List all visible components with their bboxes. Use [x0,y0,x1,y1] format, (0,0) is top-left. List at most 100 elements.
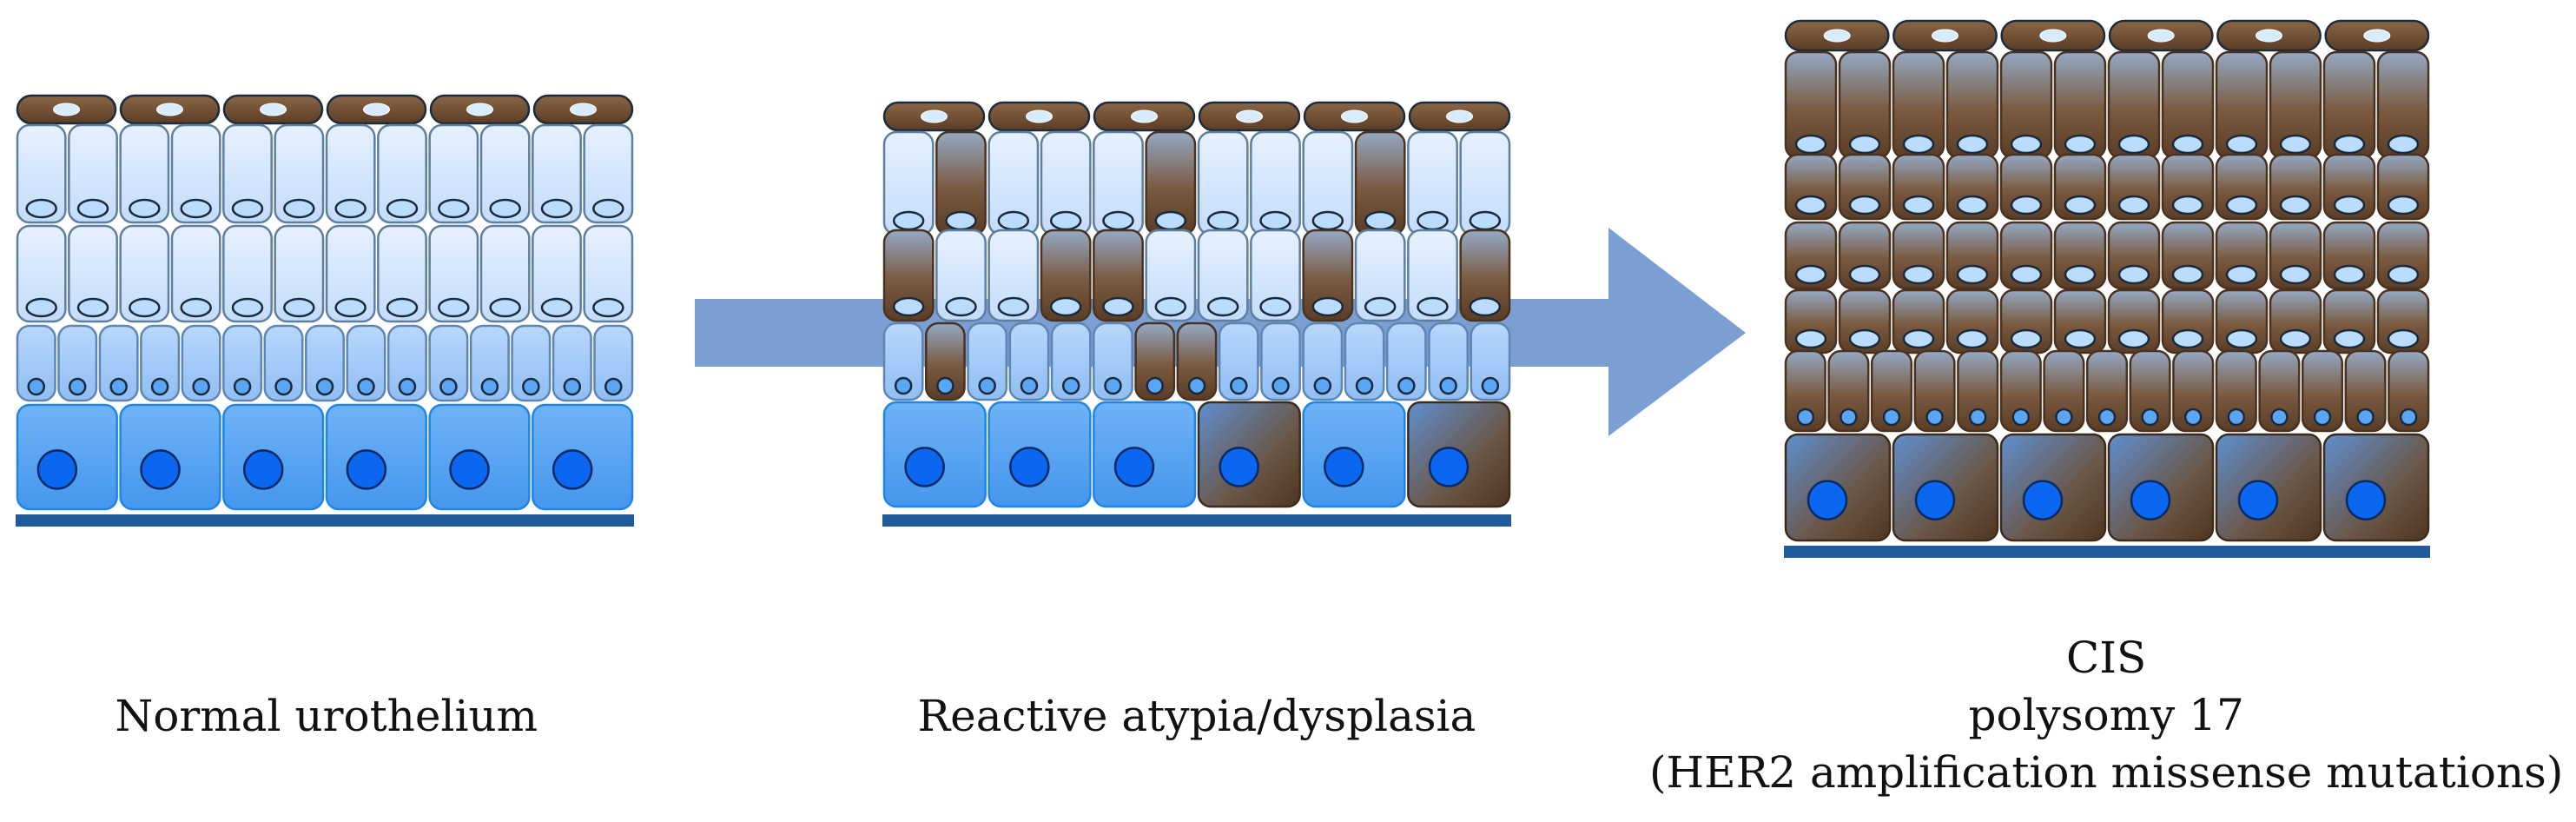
cell-nucleus [2010,134,2043,155]
superficial-cell [583,123,634,224]
basal-nucleus [2345,480,2387,520]
intermediate-cell [552,324,592,402]
cell-nucleus [1271,376,1290,395]
cell-nucleus [2010,328,2043,349]
umbrella-nucleus [2256,29,2282,43]
umbrella-nucleus [1236,109,1263,123]
intermediate-cell [1870,349,1913,433]
intermediate-cell [263,324,304,402]
intermediate-cell [305,324,345,402]
basal-nucleus [552,449,593,490]
cell-nucleus [2171,134,2204,155]
cell-nucleus [2011,408,2031,427]
urothelium-panel [1784,19,2430,558]
intermediate-cell [1134,322,1176,401]
umbrella-nucleus [2039,29,2067,43]
caption-line: (HER2 amplification missense mutations) [1649,747,2564,798]
cell-nucleus [2117,328,2150,349]
cell-nucleus [2279,134,2312,155]
cell-nucleus [1049,296,1082,317]
middle-cell [1459,229,1511,322]
intermediate-cell [1176,322,1218,401]
cell-nucleus [1102,210,1134,231]
cell-nucleus [2064,264,2097,285]
intermediate-cell [428,324,469,402]
cell-nucleus [386,297,419,318]
intermediate-cell [1093,322,1133,401]
cell-nucleus [438,297,470,318]
cell-nucleus [1956,195,1989,215]
cell-nucleus [1902,328,1935,349]
intermediate-cell [57,324,98,402]
cell-nucleus [1968,408,1987,427]
cell-nucleus [2356,408,2375,427]
intermediate-cell [1008,322,1050,401]
intermediate-cell [882,322,924,401]
caption-line: Reactive atypia/dysplasia [917,691,1476,741]
middle-cell [1040,229,1092,322]
cell-nucleus [1439,376,1457,395]
cell-nucleus [1259,296,1291,317]
cell-nucleus [2097,408,2117,427]
cell-nucleus [1206,296,1239,317]
intermediate-cell [1260,322,1301,401]
intermediate-cell [1218,322,1259,401]
umbrella-nucleus [363,103,390,116]
cell-nucleus [386,198,419,219]
cell-nucleus [1355,376,1374,395]
intermediate-cell [967,322,1008,401]
cell-nucleus [1469,296,1502,317]
cell-nucleus [1902,195,1935,215]
middle-cell [583,224,634,323]
cell-nucleus [1794,134,1827,155]
intermediate-cell [181,324,221,402]
cell-nucleus [1364,210,1397,231]
cell-nucleus [2117,264,2150,285]
cell-nucleus [604,377,623,396]
cell-nucleus [334,198,367,219]
cell-nucleus [438,198,470,219]
basement-membrane [16,514,634,527]
cell-nucleus [233,377,252,396]
basal-nucleus [1009,447,1050,487]
cell-nucleus [109,377,128,396]
cell-nucleus [231,198,264,219]
cell-nucleus [1848,134,1881,155]
cell-nucleus [180,297,212,318]
cell-nucleus [129,198,161,219]
intermediate-cell [925,322,966,401]
middle-cell [170,224,221,323]
cell-nucleus [1230,376,1248,395]
cell-nucleus [180,198,212,219]
cell-nucleus [2387,134,2420,155]
cell-nucleus [1154,296,1187,317]
cell-nucleus [1049,210,1082,231]
cell-nucleus [1104,376,1122,395]
caption-cis: CIS polysomy 17 (HER2 amplification miss… [1649,629,2563,801]
cell-nucleus [283,297,315,318]
cell-nucleus [2171,328,2204,349]
caption-line: Normal urothelium [115,691,538,741]
urothelium-panel [16,94,634,527]
cell-nucleus [1259,210,1291,231]
cell-nucleus [489,297,521,318]
cell-nucleus [76,198,109,219]
cell-nucleus [25,297,57,318]
middle-cell [1093,229,1144,322]
cell-nucleus [2387,264,2420,285]
cell-nucleus [25,198,57,219]
intermediate-cell [386,324,427,402]
middle-cell [1354,229,1406,322]
middle-cell [1302,229,1354,322]
middle-cell [428,224,479,323]
intermediate-cell [1470,322,1511,401]
cell-nucleus [357,377,375,396]
cell-nucleus [1796,408,1815,427]
cell-nucleus [2313,408,2332,427]
superficial-cell [274,123,325,224]
middle-cell [1407,229,1458,322]
umbrella-nucleus [1446,109,1473,123]
caption-line: CIS [2066,633,2147,683]
cell-nucleus [1902,134,1935,155]
